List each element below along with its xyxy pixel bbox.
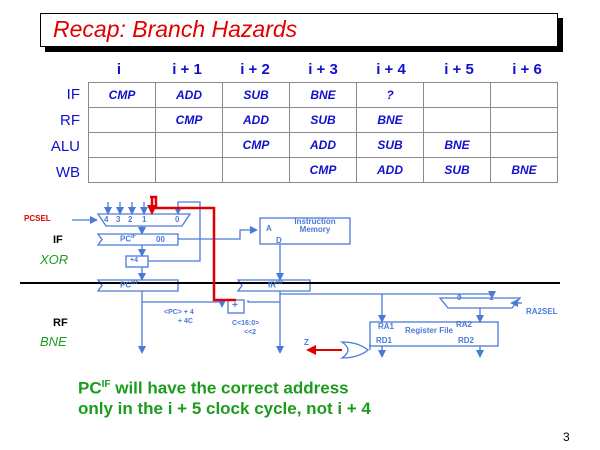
col-header: i + 5 — [444, 61, 474, 78]
page-number: 3 — [563, 430, 570, 444]
wire — [142, 300, 226, 308]
mux2-input: 0 — [457, 293, 462, 302]
row-header-if: IF — [66, 86, 80, 103]
cell — [490, 107, 558, 133]
col-header: i + 2 — [240, 61, 270, 78]
register-file — [369, 321, 499, 347]
table-row: CMP ADD SUB BNE — [88, 132, 558, 158]
pc-mux — [96, 213, 192, 227]
pc-if-low-bits: 00 — [156, 235, 165, 244]
stage-bne-label: BNE — [40, 334, 67, 349]
offset-label: C<16:0> — [232, 320, 260, 327]
cell — [88, 157, 156, 183]
mux-input: 1 — [142, 215, 147, 224]
imem-d-label: D — [276, 236, 282, 245]
cell: SUB — [423, 157, 491, 183]
offset-shift-label: <<2 — [244, 329, 257, 336]
plus4-label: +4 — [130, 257, 138, 264]
zero-flag-label: Z — [304, 338, 309, 347]
cell: SUB — [289, 107, 357, 133]
cell — [88, 107, 156, 133]
conclusion-line-1: PCIF will have the correct address — [78, 378, 349, 398]
adder-note: <PC> + 4 — [164, 309, 194, 316]
conclusion-line-2: only in the i + 5 clock cycle, not i + 4 — [78, 398, 371, 418]
title-box: Recap: Branch Hazards — [40, 13, 558, 47]
cell — [155, 132, 223, 158]
adder-note: + 4C — [178, 318, 193, 325]
wire-to-ra1 — [280, 293, 386, 323]
stage-if-label: IF — [53, 234, 63, 246]
ra2sel-mux — [438, 297, 522, 309]
cell: ADD — [155, 82, 223, 108]
mux-input: 3 — [116, 215, 121, 224]
stage-rf-label: RF — [53, 317, 68, 329]
cell: BNE — [423, 132, 491, 158]
stage-xor-label: XOR — [40, 252, 69, 267]
wire-plus4-feedback — [148, 201, 201, 262]
instruction-memory — [259, 217, 351, 245]
cell: ADD — [356, 157, 424, 183]
wire-to-imem — [178, 226, 258, 240]
register-file-label: Register File — [404, 326, 453, 335]
rd2-label: RD2 — [458, 336, 475, 345]
branch-target-feedback — [150, 195, 236, 302]
table-row: CMP ADD SUB BNE ? — [88, 82, 558, 108]
zero-detect-gate — [339, 341, 370, 359]
ra1-label: RA1 — [378, 322, 395, 331]
row-header-alu: ALU — [50, 138, 80, 155]
col-header: i + 1 — [172, 61, 202, 78]
pc-rf-label: PCRF — [120, 280, 140, 290]
cell: SUB — [222, 82, 290, 108]
table-row: CMP ADD SUB BNE — [88, 157, 558, 183]
cell: CMP — [155, 107, 223, 133]
col-header: i + 3 — [308, 61, 338, 78]
ra2-label: RA2 — [456, 320, 473, 329]
col-header: i + 6 — [512, 61, 542, 78]
cell: BNE — [490, 157, 558, 183]
row-header-wb: WB — [55, 164, 80, 181]
pipeline-table: CMP ADD SUB BNE ? CMP ADD SUB BNE CMP AD… — [88, 82, 558, 183]
pcsel-label: PCSEL — [24, 214, 51, 223]
cell — [490, 132, 558, 158]
ir-rf-label: IRRF — [268, 280, 284, 290]
wire — [247, 300, 280, 303]
cell: CMP — [88, 82, 156, 108]
ir-rf-register — [236, 279, 311, 292]
wire-to-mux2 — [382, 291, 496, 299]
mux2-input: 1 — [489, 293, 494, 302]
mux-input: 4 — [104, 215, 109, 224]
cell: BNE — [356, 107, 424, 133]
cell: CMP — [289, 157, 357, 183]
cell: BNE — [289, 82, 357, 108]
pc-if-register — [96, 233, 179, 246]
rd1-label: RD1 — [376, 336, 393, 345]
row-header-rf: RF — [60, 112, 80, 129]
table-row: CMP ADD SUB BNE — [88, 107, 558, 133]
imem-title: Instruction Memory — [294, 217, 336, 234]
cell: ADD — [289, 132, 357, 158]
col-header: i + 4 — [376, 61, 406, 78]
pc-if-label: PCIF — [120, 234, 137, 244]
adder-label: + — [232, 300, 238, 311]
cell — [88, 132, 156, 158]
pc-rf-register — [96, 279, 179, 292]
col-header: i — [116, 61, 122, 78]
mux-input: 2 — [128, 215, 133, 224]
cell — [222, 157, 290, 183]
imem-a-label: A — [266, 224, 272, 233]
slide-title: Recap: Branch Hazards — [53, 16, 298, 42]
conclusion-text: PCIF will have the correct address only … — [78, 375, 371, 419]
ra2sel-label: RA2SEL — [526, 307, 558, 316]
mux-input: 0 — [175, 215, 180, 224]
